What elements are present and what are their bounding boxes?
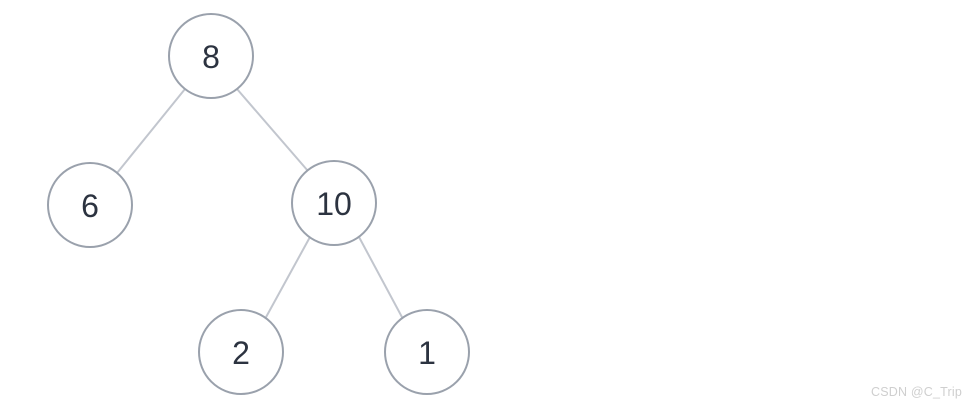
node-label-8: 8: [202, 39, 220, 75]
node-circle-1[interactable]: [384, 309, 470, 395]
edge-group: [116, 88, 404, 320]
tree-node-8[interactable]: 8: [168, 13, 254, 99]
node-circle-6[interactable]: [47, 162, 133, 248]
tree-node-10[interactable]: 10: [291, 160, 377, 246]
node-circle-2[interactable]: [198, 309, 284, 395]
tree-node-2[interactable]: 2: [198, 309, 284, 395]
node-label-6: 6: [81, 188, 99, 224]
tree-node-1[interactable]: 1: [384, 309, 470, 395]
node-circle-8[interactable]: [168, 13, 254, 99]
node-label-1: 1: [418, 335, 436, 371]
edge-10-1: [358, 236, 404, 320]
csdn-watermark: CSDN @C_Trip: [870, 385, 962, 399]
edge-10-2: [264, 236, 311, 320]
node-group: 8 6 10 2 1: [47, 13, 470, 395]
node-label-10: 10: [316, 186, 352, 222]
tree-node-6[interactable]: 6: [47, 162, 133, 248]
node-label-2: 2: [232, 335, 250, 371]
edge-8-6: [116, 88, 186, 174]
edge-8-10: [236, 88, 309, 172]
node-circle-10[interactable]: [291, 160, 377, 246]
